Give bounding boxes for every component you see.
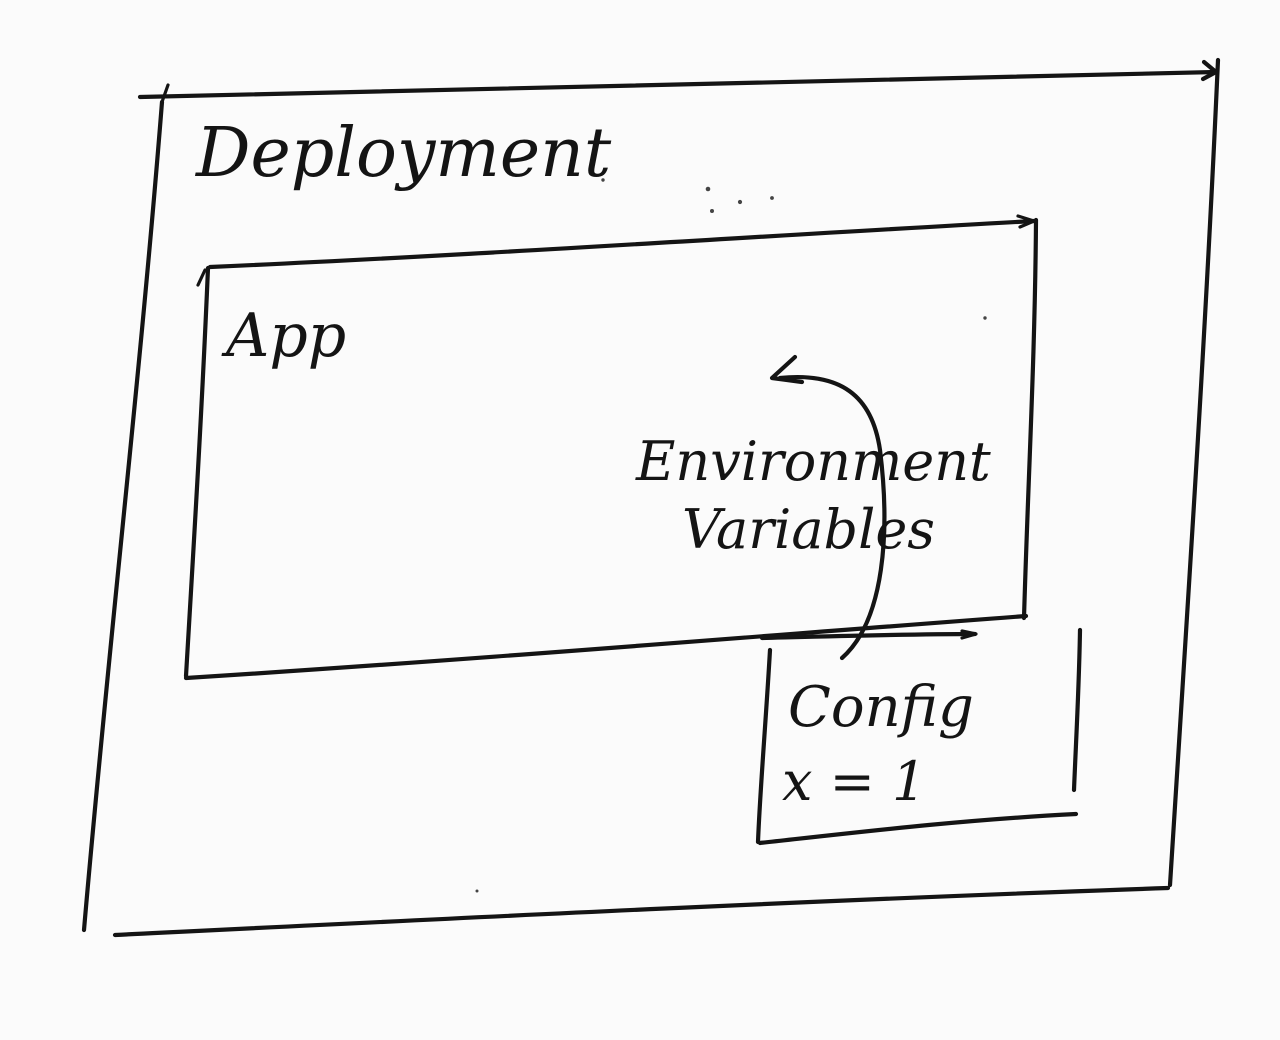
app-title: App	[221, 301, 346, 371]
arrow-label-line1: Environment	[635, 430, 991, 493]
config-title: Config	[788, 675, 974, 740]
deployment-box	[81, 57, 1221, 938]
arrow-label-line2: Variables	[682, 498, 935, 561]
config-value: x = 1	[782, 750, 926, 813]
app-box	[183, 214, 1039, 681]
env-var-arrow	[769, 354, 887, 661]
config-box	[755, 627, 1083, 846]
paper-specks	[475, 178, 987, 893]
deployment-title: Deployment	[194, 114, 612, 193]
